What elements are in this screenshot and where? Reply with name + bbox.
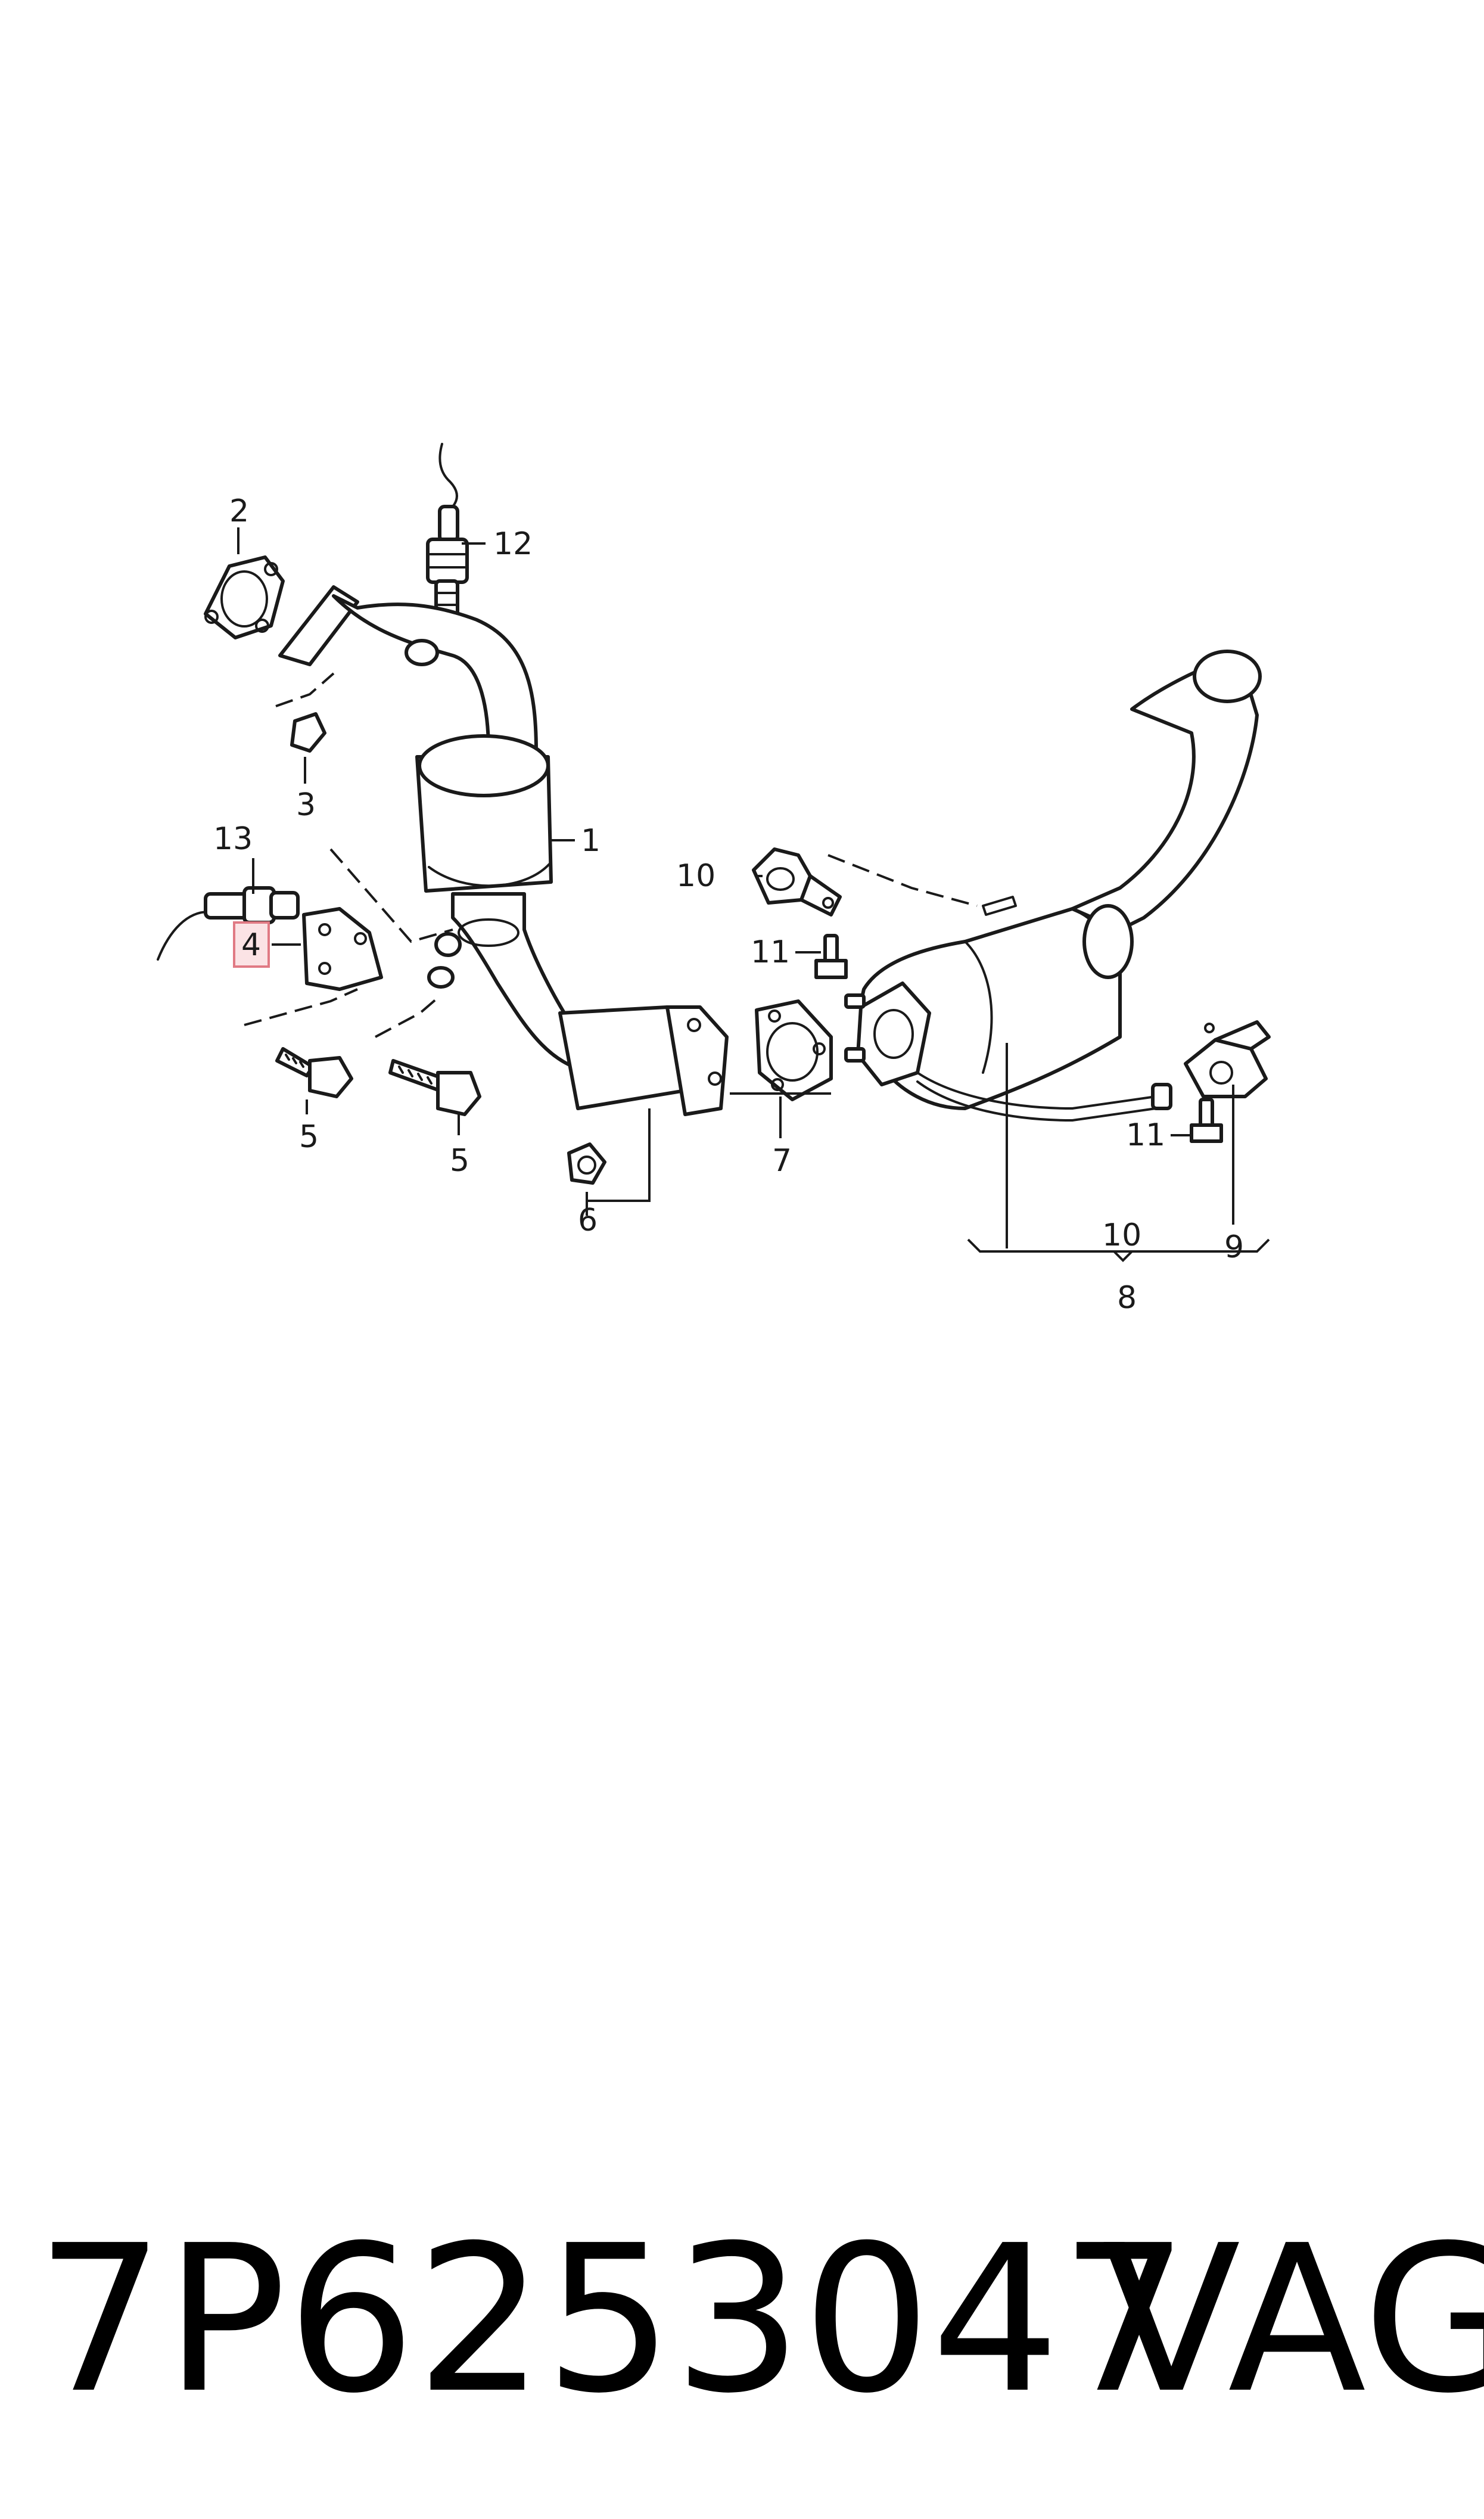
- nut-lower: [567, 1142, 606, 1185]
- callout-7: 7: [772, 1143, 792, 1179]
- callout-10-upper: 10: [676, 858, 715, 894]
- callout-1: 1: [581, 823, 601, 859]
- oxygen-sensor-lower: [157, 886, 300, 961]
- brand-name: VAG: [1102, 2202, 1484, 2438]
- bolt-right: [388, 1059, 481, 1116]
- callout-4: 4: [241, 927, 261, 963]
- callout-3: 3: [296, 787, 316, 823]
- bolt-left: [275, 1047, 353, 1098]
- callout-6: 6: [578, 1203, 598, 1238]
- callout-10-lower: 10: [1102, 1217, 1141, 1253]
- flange-gasket: [755, 999, 833, 1101]
- assembly-guide-lines: [244, 672, 978, 1038]
- part-number: 7P6253047: [36, 2202, 1189, 2438]
- front-pipe-catalytic-converter: [278, 585, 729, 1116]
- bracket: [302, 907, 462, 991]
- rubber-mount-upper: [752, 847, 842, 917]
- callout-5-right: 5: [450, 1143, 469, 1179]
- callout-labels: 1 2 3 4 5 5 6 7 8 9 10 10 11 11 12 13: [213, 493, 1244, 1316]
- nut-upper: [290, 712, 326, 753]
- oxygen-sensor-upper: [426, 443, 469, 625]
- rubber-mount-rear: [1184, 1020, 1271, 1098]
- callout-8: 8: [1117, 1280, 1137, 1316]
- leader-lines: [237, 527, 1270, 1262]
- callout-12: 12: [493, 526, 533, 562]
- callout-2: 2: [229, 493, 249, 529]
- callout-9: 9: [1224, 1229, 1244, 1265]
- screw-lower: [1190, 1098, 1223, 1143]
- callout-11-upper: 11: [751, 934, 790, 970]
- screw-upper: [814, 934, 848, 979]
- gasket: [204, 555, 285, 639]
- callout-5-left: 5: [299, 1119, 319, 1155]
- callout-4-highlight: [233, 921, 270, 968]
- footer: 7P6253047 VAG: [36, 2202, 1484, 2438]
- callout-11-lower: 11: [1126, 1117, 1165, 1153]
- center-silencer: [844, 650, 1262, 1122]
- callout-13: 13: [213, 821, 253, 857]
